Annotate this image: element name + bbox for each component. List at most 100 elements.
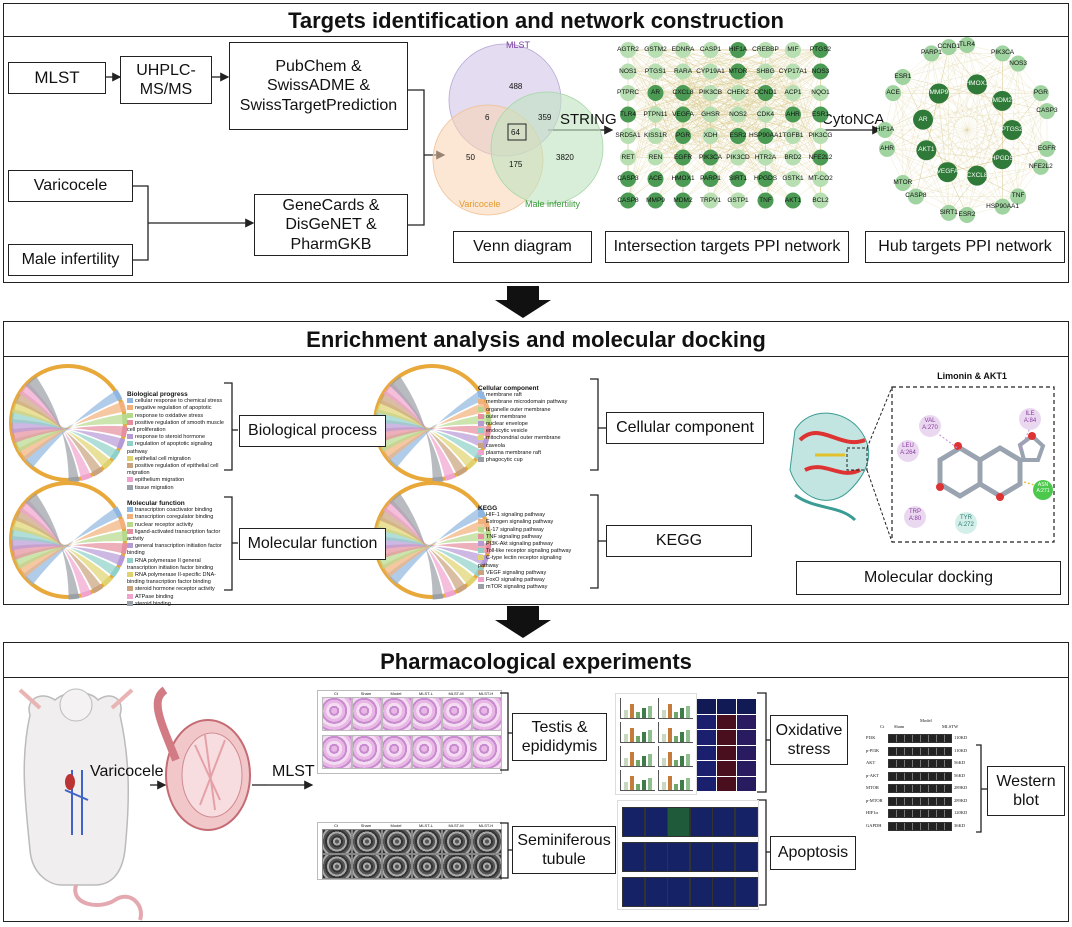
- legend-text: HIF-1 signaling pathway: [486, 512, 546, 519]
- ppi-node-label: KISS1R: [643, 132, 668, 139]
- legend-swatch: [127, 514, 133, 520]
- oxidative-bar-chart: [658, 698, 693, 719]
- ppi-node-label: SHBG: [756, 67, 775, 75]
- genecards-box: GeneCards & DisGeNET & PharmGKB: [254, 194, 408, 256]
- he-image: [322, 735, 352, 769]
- ppi-node-label: NFE2L2: [808, 153, 833, 161]
- hub-node: [885, 85, 902, 102]
- legend-item: Estrogen signaling pathway: [478, 519, 578, 526]
- ppi-node: [620, 63, 636, 80]
- wb-band: [888, 759, 952, 768]
- ppi-node: [620, 106, 636, 123]
- oxidative-bar: [674, 760, 678, 766]
- apoptosis-image: [689, 877, 713, 907]
- oxidative-bar: [648, 754, 652, 766]
- fluorescence-image: [737, 761, 756, 776]
- legend-item: transcription coregulator binding: [127, 514, 227, 521]
- legend-item: C-type lectin receptor signaling pathway: [478, 555, 578, 569]
- ppi-node-label: NQO1: [811, 89, 830, 96]
- venn-n-mlst-var: 6: [485, 113, 490, 122]
- hub-node: [1002, 120, 1023, 140]
- ppi-node-label: PIK3CA: [698, 153, 723, 161]
- hub-node: [894, 174, 911, 191]
- hub-node: [907, 188, 924, 205]
- ppi-node: [702, 85, 719, 101]
- apoptosis-image: [622, 807, 645, 837]
- ppi-node: [730, 106, 746, 123]
- legend-item: positive regulation of epithelial cell m…: [127, 463, 227, 477]
- docking-caption: Molecular docking: [796, 561, 1061, 595]
- ppi-node-label: CREBBP: [752, 46, 779, 53]
- legend-swatch: [478, 406, 484, 412]
- hub-node-label: NFE2L2: [1028, 162, 1053, 170]
- legend-text: FoxO signaling pathway: [486, 577, 545, 584]
- hub-node: [1038, 140, 1055, 157]
- ppi-node: [647, 192, 664, 209]
- legend-swatch: [127, 455, 133, 461]
- wb-band-size: 289KD: [954, 797, 968, 803]
- ppi-node-label: CDK4: [756, 110, 775, 118]
- venn-n-var-male: 175: [509, 160, 523, 169]
- legend-item: general transcription initiation factor …: [127, 543, 227, 557]
- legend-text: positive regulation of epithelial cell m…: [127, 463, 219, 477]
- kegg-caption: KEGG: [606, 525, 752, 557]
- ppi-node-label: MIF: [787, 46, 799, 53]
- kegg-legend-title: KEGG: [478, 505, 498, 512]
- legend-swatch: [478, 569, 484, 575]
- legend-text: epithelial cell migration: [135, 455, 191, 462]
- ppi-node-label: MDM2: [673, 196, 693, 204]
- sem-group-label: Ct: [334, 823, 338, 828]
- ppi-node: [730, 85, 746, 101]
- ppi-node-label: HIF1A: [728, 46, 748, 53]
- oxidative-bar: [686, 754, 690, 766]
- oxidative-bar-chart: [658, 746, 693, 767]
- sem-image: [442, 854, 472, 879]
- he-image: [382, 697, 412, 731]
- mf-legend-title: Molecular function: [127, 500, 185, 507]
- oxidative-bar: [680, 708, 684, 718]
- venn-n-mlst-male: 359: [538, 113, 552, 122]
- hub-node-label: PGR: [1033, 89, 1048, 97]
- sem-image: [442, 829, 472, 854]
- legend-item: positive regulation of smooth muscle cel…: [127, 420, 227, 434]
- oxidative-bar: [662, 782, 666, 790]
- ppi-node: [757, 85, 774, 101]
- oxidative-bar: [642, 708, 646, 718]
- legend-item: nuclear receptor activity: [127, 522, 227, 529]
- legend-swatch: [478, 533, 484, 539]
- hub-node: [940, 204, 957, 221]
- ppi-node: [702, 128, 719, 144]
- oxidative-bar: [648, 706, 652, 718]
- ppi-node: [702, 106, 719, 123]
- legend-item: ATPase binding: [127, 594, 227, 601]
- ppi-node-label: TRPV1: [700, 196, 721, 204]
- apoptosis-image: [689, 842, 713, 872]
- legend-text: TNF signaling pathway: [486, 533, 542, 540]
- wb-band: [888, 784, 952, 793]
- venn-label-mlst: MLST: [506, 40, 531, 50]
- ppi-node-label: AHR: [786, 110, 800, 118]
- ppi-node: [675, 42, 691, 58]
- legend-swatch: [127, 484, 133, 490]
- hub-node-label: PTGS2: [1001, 126, 1023, 133]
- he-group-label: Model: [390, 691, 402, 696]
- legend-text: membrane microdomain pathway: [486, 399, 568, 406]
- ppi-node-label: TLR4: [620, 110, 636, 118]
- apoptosis-image: [712, 842, 735, 872]
- apoptosis-image: [712, 807, 735, 837]
- legend-item: organelle outer membrane: [478, 407, 578, 414]
- legend-swatch: [478, 435, 484, 441]
- legend-text: ligand-activated transcription factor ac…: [127, 528, 221, 543]
- legend-swatch: [478, 519, 484, 525]
- wb-band-label: p-MTOR: [866, 797, 883, 803]
- ppi-node: [647, 171, 664, 187]
- apoptosis-image: [622, 877, 645, 907]
- fluorescence-image: [717, 745, 736, 760]
- legend-text: ATPase binding: [135, 593, 174, 600]
- wb-header-label: Model: [920, 718, 932, 723]
- legend-swatch: [127, 600, 133, 606]
